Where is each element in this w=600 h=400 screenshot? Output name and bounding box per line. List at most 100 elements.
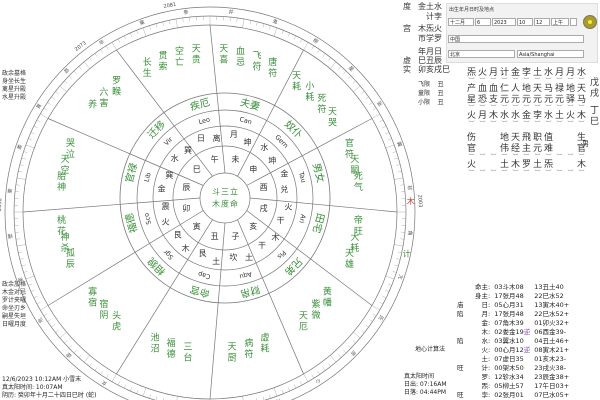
branch-label: 寅 (193, 221, 201, 231)
planet-name: 身主: (475, 292, 491, 300)
degree-tick (397, 171, 402, 173)
zodiac-sign: Can (239, 115, 253, 126)
outer-ring (4, 6, 416, 400)
sector-divider (249, 197, 398, 213)
center-text: 度 (221, 199, 229, 209)
degree-tick (394, 244, 404, 247)
degree-tick (136, 389, 139, 394)
planet-name: 日: (481, 301, 491, 309)
center-text: 立 (230, 187, 238, 197)
pillar-cell: 职 (532, 133, 542, 143)
city-select[interactable]: 北京 (448, 50, 515, 58)
time-spinner[interactable] (570, 18, 577, 26)
year-select[interactable]: 2023 (492, 18, 516, 26)
outer-star: 长生 (143, 56, 152, 79)
ampm-select[interactable]: 上午 (551, 18, 569, 26)
mansion-label: 参 (183, 9, 189, 17)
degree-tick (59, 85, 67, 92)
pillar-row: 炁火月计金孛土水月月水 (466, 68, 587, 79)
planet-b: 22巳水52+ (534, 310, 570, 318)
degree-tick (36, 119, 41, 123)
outer-star: 唐符 (268, 56, 277, 79)
zodiac-sign: Pis (275, 249, 287, 261)
country-select[interactable]: 中国 (448, 35, 584, 43)
zodiac-sign: Cap (197, 270, 211, 281)
degree-tick (369, 319, 373, 322)
element-label: 月 (230, 130, 238, 139)
planet-mark (455, 328, 473, 337)
day-select[interactable]: 6 (475, 18, 491, 26)
degree-tick (64, 80, 68, 84)
shi-values: 卯亥戌巳 (418, 65, 450, 74)
hour-select[interactable]: 10 (517, 18, 533, 26)
pillar-cell: 炁 (543, 160, 553, 170)
degree-tick (311, 45, 315, 50)
planet-a: 17张月48 (494, 292, 524, 300)
degree-tick (328, 57, 331, 61)
degree-tick (40, 305, 49, 311)
center-text: 命 (230, 199, 238, 209)
trigram-label: 干 (258, 241, 266, 250)
calculate-button[interactable] (583, 15, 597, 29)
degree-tick (142, 387, 147, 397)
pattern-item: 命坐刃乡 (2, 305, 27, 312)
mansion-label: 室 (17, 276, 25, 283)
outer-star: 天贵 (192, 45, 201, 66)
inner-ring (172, 145, 278, 251)
timezone-select[interactable]: Asia/Shanghai (517, 50, 584, 58)
pattern-item: 水星升殿 (2, 94, 27, 101)
pillar-row: 产血血仁人地天马禄地天 (466, 84, 587, 95)
outer-star: 胎神 (57, 170, 66, 193)
retrograde-flag: 逆 (523, 346, 531, 354)
planet-a: 00架木50 (494, 364, 524, 372)
degree-tick (269, 394, 271, 399)
planet-name: 水: (481, 337, 491, 345)
retrograde-flag: 逆 (523, 328, 531, 336)
degree-tick (73, 70, 77, 75)
month-select[interactable]: 十二月 (448, 18, 474, 26)
degree-tick (36, 301, 41, 305)
planet-mark (455, 319, 473, 328)
degree-tick (155, 396, 158, 400)
pillar-cell: 人 (510, 84, 520, 94)
degree-tick (19, 164, 24, 166)
pillar-cell: 主 (521, 144, 531, 154)
palace-name: 兄弟 (282, 255, 305, 278)
degree-tick (55, 330, 59, 333)
minute-select[interactable]: 12 (534, 18, 550, 26)
pillar-cell: 地 (565, 84, 575, 94)
trigram-label: 巽 (165, 171, 173, 180)
degree-tick (94, 53, 98, 57)
degree-tick (182, 17, 184, 22)
zodiac-sign: Ari (297, 213, 307, 224)
degree-tick (365, 324, 369, 328)
degree-tick (256, 398, 258, 400)
sector-divider (116, 219, 213, 375)
zodiac-sign: Aqu (239, 270, 253, 281)
gender: 男 (582, 140, 589, 148)
sector-divider (246, 210, 373, 306)
planet-mark (455, 355, 473, 364)
degree-tick (385, 275, 395, 280)
degree-tick (83, 61, 90, 69)
pillar-cell (554, 133, 565, 144)
pillar-cell: 马 (543, 84, 553, 94)
sector-divider (47, 118, 204, 186)
trigram-label: 坎 (229, 252, 237, 262)
degree-tick (21, 264, 26, 267)
element-label: 火 (162, 217, 170, 226)
mansion-label: 奎 (6, 188, 13, 194)
pattern-item: 政余墓格 (2, 70, 27, 77)
outer-star: 天哭 (328, 107, 337, 128)
degree-tick (23, 151, 28, 153)
planet-a: 03翼水10 (494, 337, 524, 345)
degree-tick (281, 30, 284, 35)
planet-b: 06酉金39- (534, 328, 567, 336)
zodiac-sign: Sgr (162, 248, 176, 262)
pillar-cell: 元 (532, 144, 542, 154)
degree-tick (394, 157, 399, 160)
